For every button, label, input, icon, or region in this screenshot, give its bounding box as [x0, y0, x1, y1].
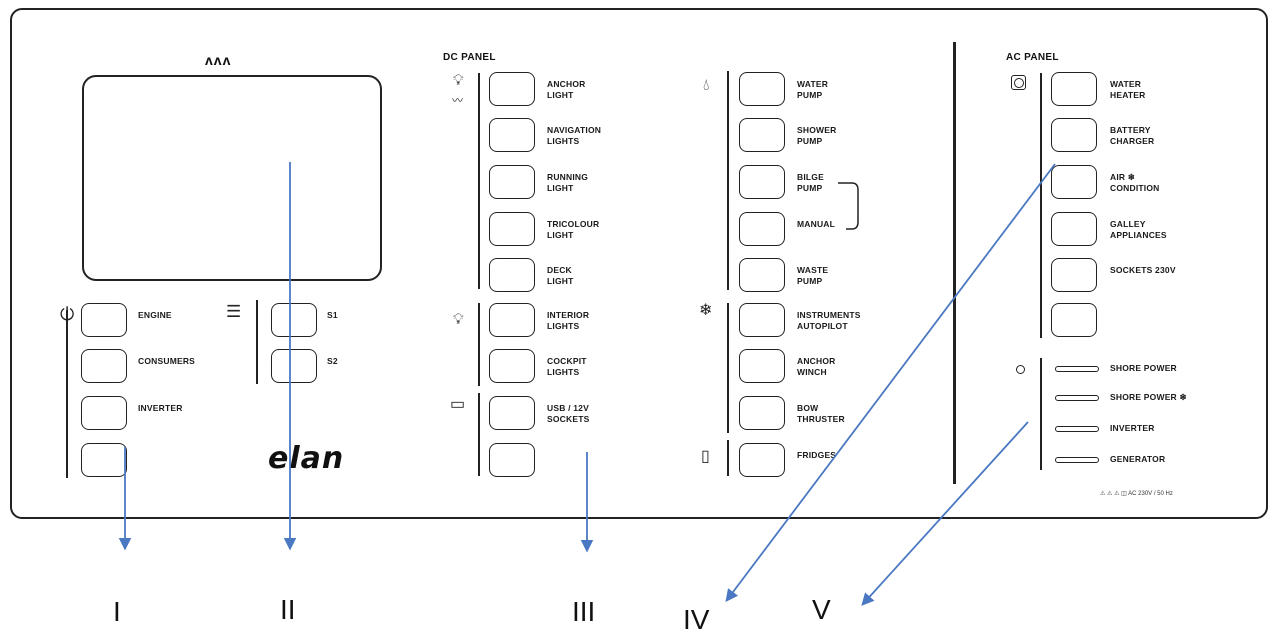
ac-label-2: BATTERY CHARGER	[1110, 125, 1155, 146]
dc-col2-label-2: SHOWER PUMP	[797, 125, 837, 146]
dc-col1-label-5: DECK LIGHT	[547, 265, 574, 286]
dc-col1-button-7[interactable]	[489, 349, 535, 383]
dc-col1-button-6[interactable]	[489, 303, 535, 337]
indicator-slot-3	[1055, 426, 1099, 432]
power-group-label-3: INVERTER	[138, 403, 183, 413]
dc-col1-button-1[interactable]	[489, 72, 535, 106]
dc-col1-label-1: ANCHOR LIGHT	[547, 79, 586, 100]
callout-label-iv: IV	[683, 604, 710, 635]
callout-label-i: I	[113, 596, 121, 627]
indicator-slot-1	[1055, 366, 1099, 372]
ac-footnote: ⚠ ⚠ ⚠ ◫ AC 230V / 50 Hz	[1100, 491, 1173, 497]
display-screen	[82, 75, 382, 281]
ac-button-4[interactable]	[1051, 212, 1097, 246]
dc-col2-label-7: ANCHOR WINCH	[797, 356, 836, 377]
callout-label-ii: II	[280, 594, 296, 625]
dc-col1-label-2: NAVIGATION LIGHTS	[547, 125, 602, 146]
dc-col1-label-3: RUNNING LIGHT	[547, 172, 589, 193]
light-bulb-icon: 💡︎	[453, 72, 464, 89]
group-divider	[727, 303, 729, 433]
dc-col2-label-8: BOW THRUSTER	[797, 403, 845, 424]
selector-label-2: S2	[327, 356, 338, 366]
ac-button-3[interactable]	[1051, 165, 1097, 199]
dc-col1-label-8: USB / 12V SOCKETS	[547, 403, 590, 424]
indicator-label-1: SHORE POWER	[1110, 363, 1177, 373]
fridge-icon: ▯	[701, 448, 710, 465]
ac-label-5: SOCKETS 230V	[1110, 265, 1176, 275]
indicator-label-2: SHORE POWER ❄	[1110, 392, 1187, 402]
dc-col2-button-2[interactable]	[739, 118, 785, 152]
group-divider	[478, 393, 480, 476]
power-group-label-1: ENGINE	[138, 310, 172, 320]
dc-col1-button-5[interactable]	[489, 258, 535, 292]
dc-col2-button-5[interactable]	[739, 258, 785, 292]
dc-col2-button-7[interactable]	[739, 349, 785, 383]
dc-col1-button-8[interactable]	[489, 396, 535, 430]
ac-button-2[interactable]	[1051, 118, 1097, 152]
dc-col2-label-3: BILGE PUMP	[797, 172, 824, 193]
dc-col1-button-2[interactable]	[489, 118, 535, 152]
snowflake-icon: ❄	[699, 302, 713, 319]
ac-dc-divider	[953, 42, 956, 484]
water-drop-icon: 💧︎	[703, 77, 710, 94]
power-group-button-4[interactable]	[81, 443, 127, 477]
ac-button-6[interactable]	[1051, 303, 1097, 337]
light-bulb-icon: 💡︎	[453, 311, 464, 328]
ac-label-4: GALLEY APPLIANCES	[1110, 219, 1167, 240]
indicator-slot-2	[1055, 395, 1099, 401]
dc-col2-label-5: WASTE PUMP	[797, 265, 829, 286]
ac-button-1[interactable]	[1051, 72, 1097, 106]
power-group-button-3[interactable]	[81, 396, 127, 430]
power-group-label-2: CONSUMERS	[138, 356, 196, 366]
ac-panel-title: AC PANEL	[1006, 52, 1059, 63]
indicator-label-3: INVERTER	[1110, 423, 1155, 433]
ac-button-5[interactable]	[1051, 258, 1097, 292]
brand-mark: ᴧᴧᴧ	[205, 52, 232, 68]
elan-logo: elan	[268, 441, 345, 476]
dc-col2-label-9: FRIDGES	[797, 450, 837, 460]
dc-col1-button-9[interactable]	[489, 443, 535, 477]
dc-col1-button-3[interactable]	[489, 165, 535, 199]
power-group-button-1[interactable]	[81, 303, 127, 337]
water-wave-icon: 〰	[452, 95, 463, 107]
group-divider	[1040, 358, 1042, 470]
group-divider	[256, 300, 258, 384]
indicator-light-icon	[1016, 365, 1025, 374]
ac-label-3: AIR ❄ CONDITION	[1110, 172, 1160, 193]
group-divider	[1040, 73, 1042, 338]
selector-button-1[interactable]	[271, 303, 317, 337]
ac-label-1: WATER HEATER	[1110, 79, 1146, 100]
callout-label-iii: III	[572, 596, 596, 627]
group-divider	[727, 440, 729, 476]
sliders-icon: ☰	[226, 302, 242, 321]
dc-col2-button-9[interactable]	[739, 443, 785, 477]
dc-col1-label-6: INTERIOR LIGHTS	[547, 310, 590, 331]
dc-col2-button-8[interactable]	[739, 396, 785, 430]
dc-col1-label-4: TRICOLOUR LIGHT	[547, 219, 600, 240]
dc-col2-label-4: MANUAL	[797, 219, 836, 229]
monitor-icon: ▭	[450, 396, 466, 413]
dc-panel-title: DC PANEL	[443, 52, 496, 63]
dc-col2-button-1[interactable]	[739, 72, 785, 106]
group-divider	[478, 73, 480, 289]
group-divider	[478, 303, 480, 386]
dc-col1-label-7: COCKPIT LIGHTS	[547, 356, 587, 377]
socket-icon	[1011, 75, 1026, 90]
dc-col2-button-6[interactable]	[739, 303, 785, 337]
dc-col2-label-6: INSTRUMENTS AUTOPILOT	[797, 310, 861, 331]
dc-col2-label-1: WATER PUMP	[797, 79, 829, 100]
group-divider	[66, 310, 68, 478]
indicator-label-4: GENERATOR	[1110, 454, 1166, 464]
callout-label-v: V	[812, 594, 831, 625]
dc-col1-button-4[interactable]	[489, 212, 535, 246]
selector-button-2[interactable]	[271, 349, 317, 383]
group-divider	[727, 71, 729, 290]
dc-col2-button-4[interactable]	[739, 212, 785, 246]
indicator-slot-4	[1055, 457, 1099, 463]
power-group-button-2[interactable]	[81, 349, 127, 383]
dc-col2-button-3[interactable]	[739, 165, 785, 199]
selector-label-1: S1	[327, 310, 338, 320]
